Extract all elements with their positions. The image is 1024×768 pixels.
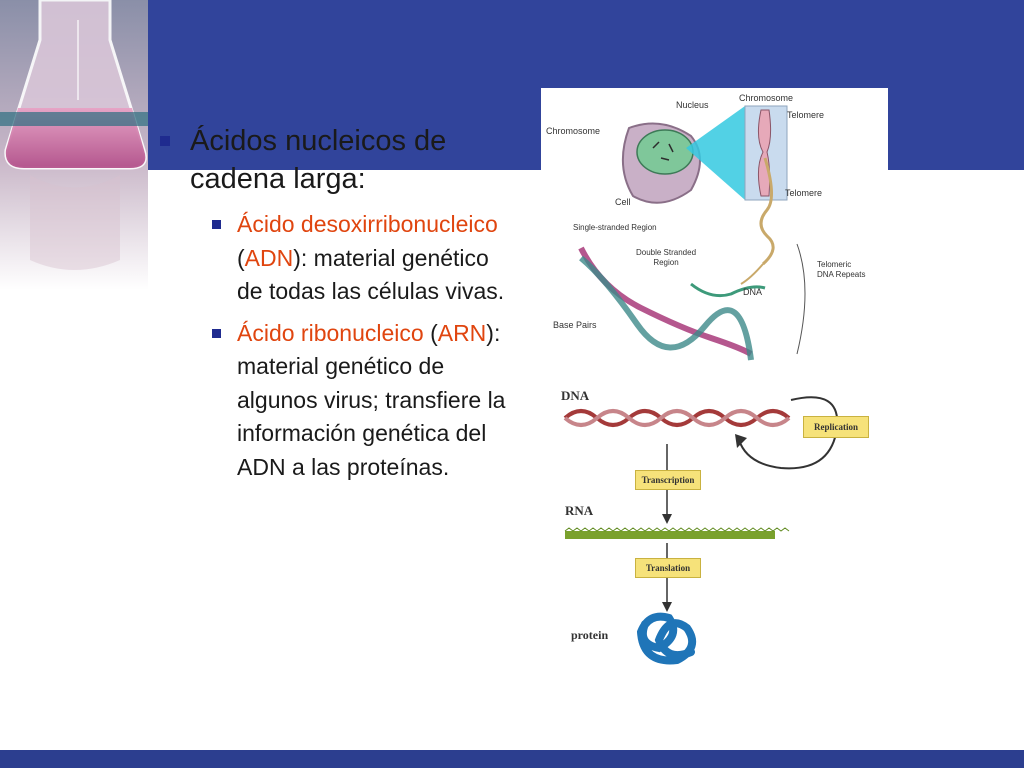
label-rna: RNA	[565, 503, 594, 518]
label-chromosome-top: Chromosome	[739, 93, 794, 103]
abbr-highlight: ADN	[244, 244, 294, 271]
label-telomeric-repeats: Telomeric DNA Repeats	[817, 260, 866, 279]
label-single-stranded: Single-stranded Region	[573, 223, 657, 232]
dna-helix-small	[563, 409, 791, 427]
flask-image	[0, 0, 148, 290]
bullet-square-icon	[212, 220, 221, 229]
label-protein: protein	[571, 628, 609, 642]
abbr-highlight: ARN	[437, 319, 487, 346]
title-block: Ácidos nucleicos de cadena larga:	[160, 122, 530, 198]
label-chromosome-left: Chromosome	[546, 126, 601, 136]
label-replication: Replication	[803, 416, 869, 438]
zoom-cone	[686, 106, 745, 200]
bullet-text: Ácido desoxirribonucleico (ADN): materia…	[237, 211, 505, 304]
label-translation: Translation	[635, 558, 701, 578]
dna-figure: Nucleus Chromosome Telomere Chromosome C…	[541, 88, 888, 668]
term-highlight: Ácido desoxirribonucleico	[237, 211, 498, 237]
label-dna-bottom: DNA	[561, 388, 590, 403]
label-telomere-top: Telomere	[787, 110, 825, 120]
label-nucleus: Nucleus	[676, 100, 709, 110]
slide-title: Ácidos nucleicos de cadena larga:	[190, 125, 447, 195]
dna-helix-large	[578, 246, 766, 361]
bullet-list: Ácido desoxirribonucleico (ADN): materia…	[212, 208, 512, 492]
footer-band	[0, 750, 1024, 768]
label-telomere-bottom: Telomere	[785, 188, 823, 198]
label-transcription: Transcription	[635, 470, 701, 490]
protein-shape	[636, 612, 697, 665]
bullet-text: Ácido ribonucleico (ARN): material genét…	[237, 319, 506, 480]
rna-strand	[565, 531, 775, 539]
bullet-square-icon	[212, 328, 221, 338]
term-highlight: Ácido ribonucleico	[237, 319, 424, 346]
bullet-square-icon	[160, 136, 170, 146]
list-item: Ácido desoxirribonucleico (ADN): materia…	[212, 208, 512, 309]
list-item: Ácido ribonucleico (ARN): material genét…	[212, 317, 512, 485]
chromosome-shape	[757, 109, 772, 197]
label-base-pairs: Base Pairs	[553, 320, 597, 330]
label-cell: Cell	[615, 197, 631, 207]
replication-arrow	[738, 396, 839, 470]
nucleus-shape	[636, 129, 694, 175]
label-double-stranded: Double Stranded Region	[635, 248, 697, 267]
label-dna-top: DNA	[743, 287, 763, 297]
